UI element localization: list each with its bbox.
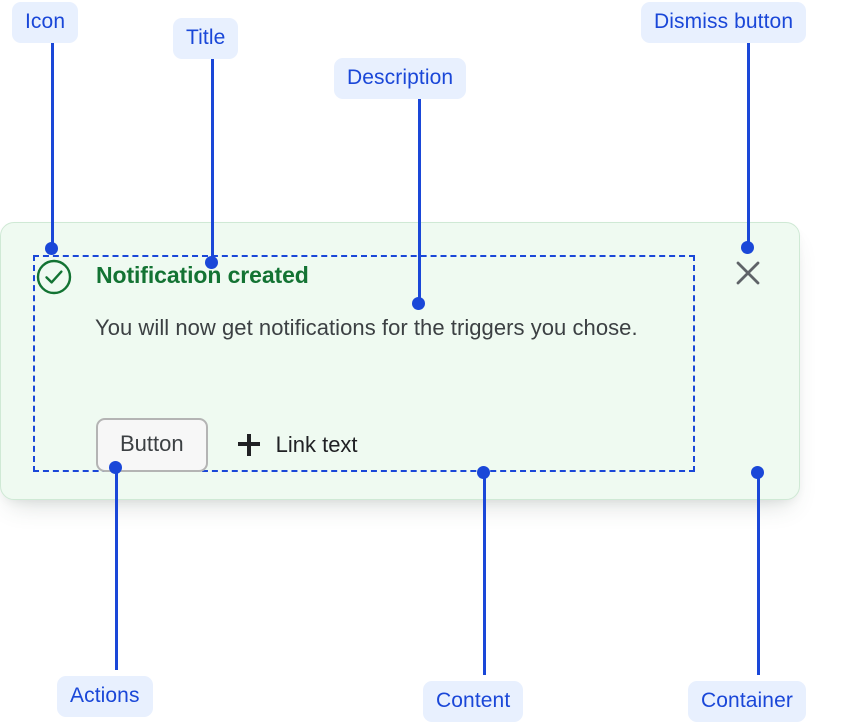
leader-dot-dismiss <box>741 241 754 254</box>
leader-line-content <box>483 475 486 675</box>
close-icon <box>736 261 760 285</box>
leader-line-container <box>757 475 760 675</box>
leader-line-description <box>418 98 421 305</box>
action-link[interactable]: Link text <box>237 432 358 458</box>
annotation-label-title: Title <box>173 18 239 59</box>
leader-line-actions <box>115 470 118 670</box>
leader-dot-content <box>477 466 490 479</box>
leader-dot-description <box>412 297 425 310</box>
plus-icon <box>237 434 260 456</box>
annotation-label-content: Content <box>423 681 524 722</box>
leader-line-title <box>211 58 214 264</box>
notification-title: Notification created <box>96 262 309 288</box>
annotation-label-dismiss: Dismiss button <box>641 2 807 43</box>
leader-dot-actions <box>109 461 122 474</box>
check-circle-icon <box>36 259 72 295</box>
notification-actions: Button Link text <box>96 418 358 472</box>
action-link-label: Link text <box>275 432 358 457</box>
notification-content-region <box>33 255 695 472</box>
annotation-label-description: Description <box>334 58 467 99</box>
annotation-label-icon: Icon <box>12 2 79 43</box>
annotation-label-actions: Actions <box>57 676 153 717</box>
leader-dot-container <box>751 466 764 479</box>
annotation-label-container: Container <box>688 681 806 722</box>
leader-line-icon <box>51 42 54 250</box>
leader-dot-title <box>205 256 218 269</box>
leader-line-dismiss <box>747 42 750 250</box>
leader-dot-icon <box>45 242 58 255</box>
notification-description: You will now get notifications for the t… <box>95 315 638 340</box>
dismiss-button[interactable] <box>730 255 766 291</box>
